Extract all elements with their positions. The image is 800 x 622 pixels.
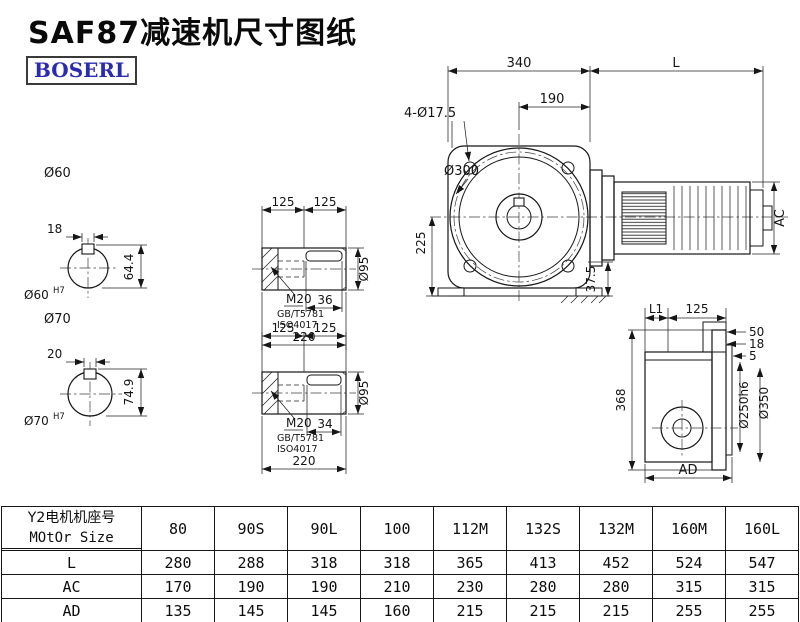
dim-s70-thread: M20: [286, 416, 312, 430]
shaft70-side-view: 125 125 Ø95 M20 GB/T5781 ISO4017 34 220: [252, 321, 371, 474]
cell: 190: [287, 574, 361, 599]
shaft60-side-view: 125 125 Ø95 M20 GB/T5781 ISO4017 36 220: [252, 195, 371, 350]
size-col-header: 160L: [725, 506, 799, 551]
cell: 365: [433, 550, 507, 575]
dim-shaft70-dia: Ø70: [44, 312, 71, 327]
table-row-L: L 280 288 318 318 365 413 452 524 547: [1, 550, 799, 575]
dim-front-motor-dia: AC: [773, 209, 788, 227]
dim-s60-seg1: 125: [272, 195, 295, 209]
dim-side-18: 18: [749, 337, 764, 351]
dim-s60-seg2: 125: [314, 195, 337, 209]
dim-shaft60-keywidth: 18: [47, 222, 62, 236]
cell: 524: [652, 550, 726, 575]
dim-shaft70-tolerance: Ø70: [24, 414, 49, 428]
dim-side-125: 125: [686, 302, 709, 316]
dim-s60-keylen: 36: [317, 293, 332, 307]
dim-shaft60-dia: Ø60: [44, 166, 71, 181]
page-title: SAF87减速机尺寸图纸: [28, 16, 358, 51]
cell: 280: [579, 574, 653, 599]
cell: 215: [506, 598, 580, 622]
dim-shaft70-height: 74.9: [122, 379, 136, 406]
cell: 288: [214, 550, 288, 575]
dim-side-5: 5: [749, 349, 757, 363]
motor-size-table: Y2电机机座号 MOtOr Size 80 90S 90L 100 112M 1…: [1, 506, 799, 622]
shaft60-end-view: Ø60 18 64.4 Ø60 H7: [24, 166, 147, 302]
dim-shaft70-tolerance-sup: H7: [53, 412, 65, 422]
dim-front-motor-length: L: [672, 56, 680, 71]
dim-front-width: 340: [507, 56, 532, 71]
size-col-header: 132S: [506, 506, 580, 551]
dim-s60-dia: Ø95: [357, 257, 371, 282]
cell: 315: [725, 574, 799, 599]
row-label-AC: AC: [1, 574, 142, 599]
shaft70-end-view: Ø70 20 74.9 Ø70 H7: [24, 312, 147, 428]
dim-s70-dia: Ø95: [357, 381, 371, 406]
size-col-header: 90L: [287, 506, 361, 551]
cell: 215: [433, 598, 507, 622]
cell: 215: [579, 598, 653, 622]
size-col-header: 90S: [214, 506, 288, 551]
side-view: L1 125 50 18 5 368 Ø250h6 Ø350 AD: [614, 302, 771, 483]
dim-side-l1: L1: [649, 302, 663, 316]
size-col-header: 160M: [652, 506, 726, 551]
cell: 210: [360, 574, 434, 599]
row-label-L: L: [1, 550, 142, 575]
brand-logo: BOSERL: [26, 56, 138, 85]
cell: 318: [287, 550, 361, 575]
cell: 315: [652, 574, 726, 599]
size-col-header: 132M: [579, 506, 653, 551]
dim-side-flange-dia: Ø350: [757, 387, 771, 419]
dim-front-offset: 190: [540, 92, 565, 107]
table-row-AC: AC 170 190 190 210 230 280 280 315 315: [1, 574, 799, 599]
cell: 230: [433, 574, 507, 599]
dim-side-50: 50: [749, 325, 764, 339]
dim-s60-thread: M20: [286, 292, 312, 306]
cell: 413: [506, 550, 580, 575]
motor-size-header-cn: Y2电机机座号: [27, 510, 116, 526]
size-col-header: 80: [141, 506, 215, 551]
dim-shaft70-keywidth: 20: [47, 347, 62, 361]
cell: 547: [725, 550, 799, 575]
dim-s70-seg1: 125: [272, 321, 295, 335]
dim-side-spigot-dia: Ø250h6: [737, 381, 751, 429]
dim-s60-std2: ISO4017: [277, 320, 318, 331]
cell: 170: [141, 574, 215, 599]
size-col-header: 100: [360, 506, 434, 551]
dim-front-foot-height: 37.5: [584, 266, 598, 293]
dim-s70-std2: ISO4017: [277, 444, 318, 455]
dim-shaft60-tolerance: Ø60: [24, 288, 49, 302]
dim-side-height: 368: [614, 389, 628, 412]
dim-front-flange-dia: Ø300: [444, 164, 479, 179]
cell: 135: [141, 598, 215, 622]
cell: 160: [360, 598, 434, 622]
motor-size-header: Y2电机机座号 MOtOr Size: [1, 506, 142, 551]
dim-front-boltholes: 4-Ø17.5: [404, 106, 456, 121]
dim-s60-std1: GB/T5781: [277, 309, 324, 320]
cell: 318: [360, 550, 434, 575]
dim-s70-seg2: 125: [314, 321, 337, 335]
cell: 255: [725, 598, 799, 622]
technical-drawing: Ø60 18 64.4 Ø60 H7 Ø70: [24, 56, 788, 483]
cell: 190: [214, 574, 288, 599]
front-view: 340 L 190 4-Ø17.5 Ø300 225 37.5: [404, 56, 788, 304]
row-label-AD: AD: [1, 598, 142, 622]
dim-side-ad: AD: [679, 463, 698, 478]
size-col-header: 112M: [433, 506, 507, 551]
dim-front-center-height: 225: [414, 232, 428, 255]
motor-size-header-en: MOtOr Size: [2, 528, 141, 549]
dim-s70-std1: GB/T5781: [277, 433, 324, 444]
cell: 145: [287, 598, 361, 622]
dim-s70-keylen: 34: [317, 417, 332, 431]
cell: 452: [579, 550, 653, 575]
cell: 280: [506, 574, 580, 599]
table-header-row: Y2电机机座号 MOtOr Size 80 90S 90L 100 112M 1…: [1, 506, 799, 551]
cell: 145: [214, 598, 288, 622]
dim-s70-total: 220: [293, 454, 316, 468]
cell: 255: [652, 598, 726, 622]
cell: 280: [141, 550, 215, 575]
dim-shaft60-height: 64.4: [122, 254, 136, 281]
table-row-AD: AD 135 145 145 160 215 215 215 255 255: [1, 598, 799, 622]
dim-shaft60-tolerance-sup: H7: [53, 286, 65, 296]
